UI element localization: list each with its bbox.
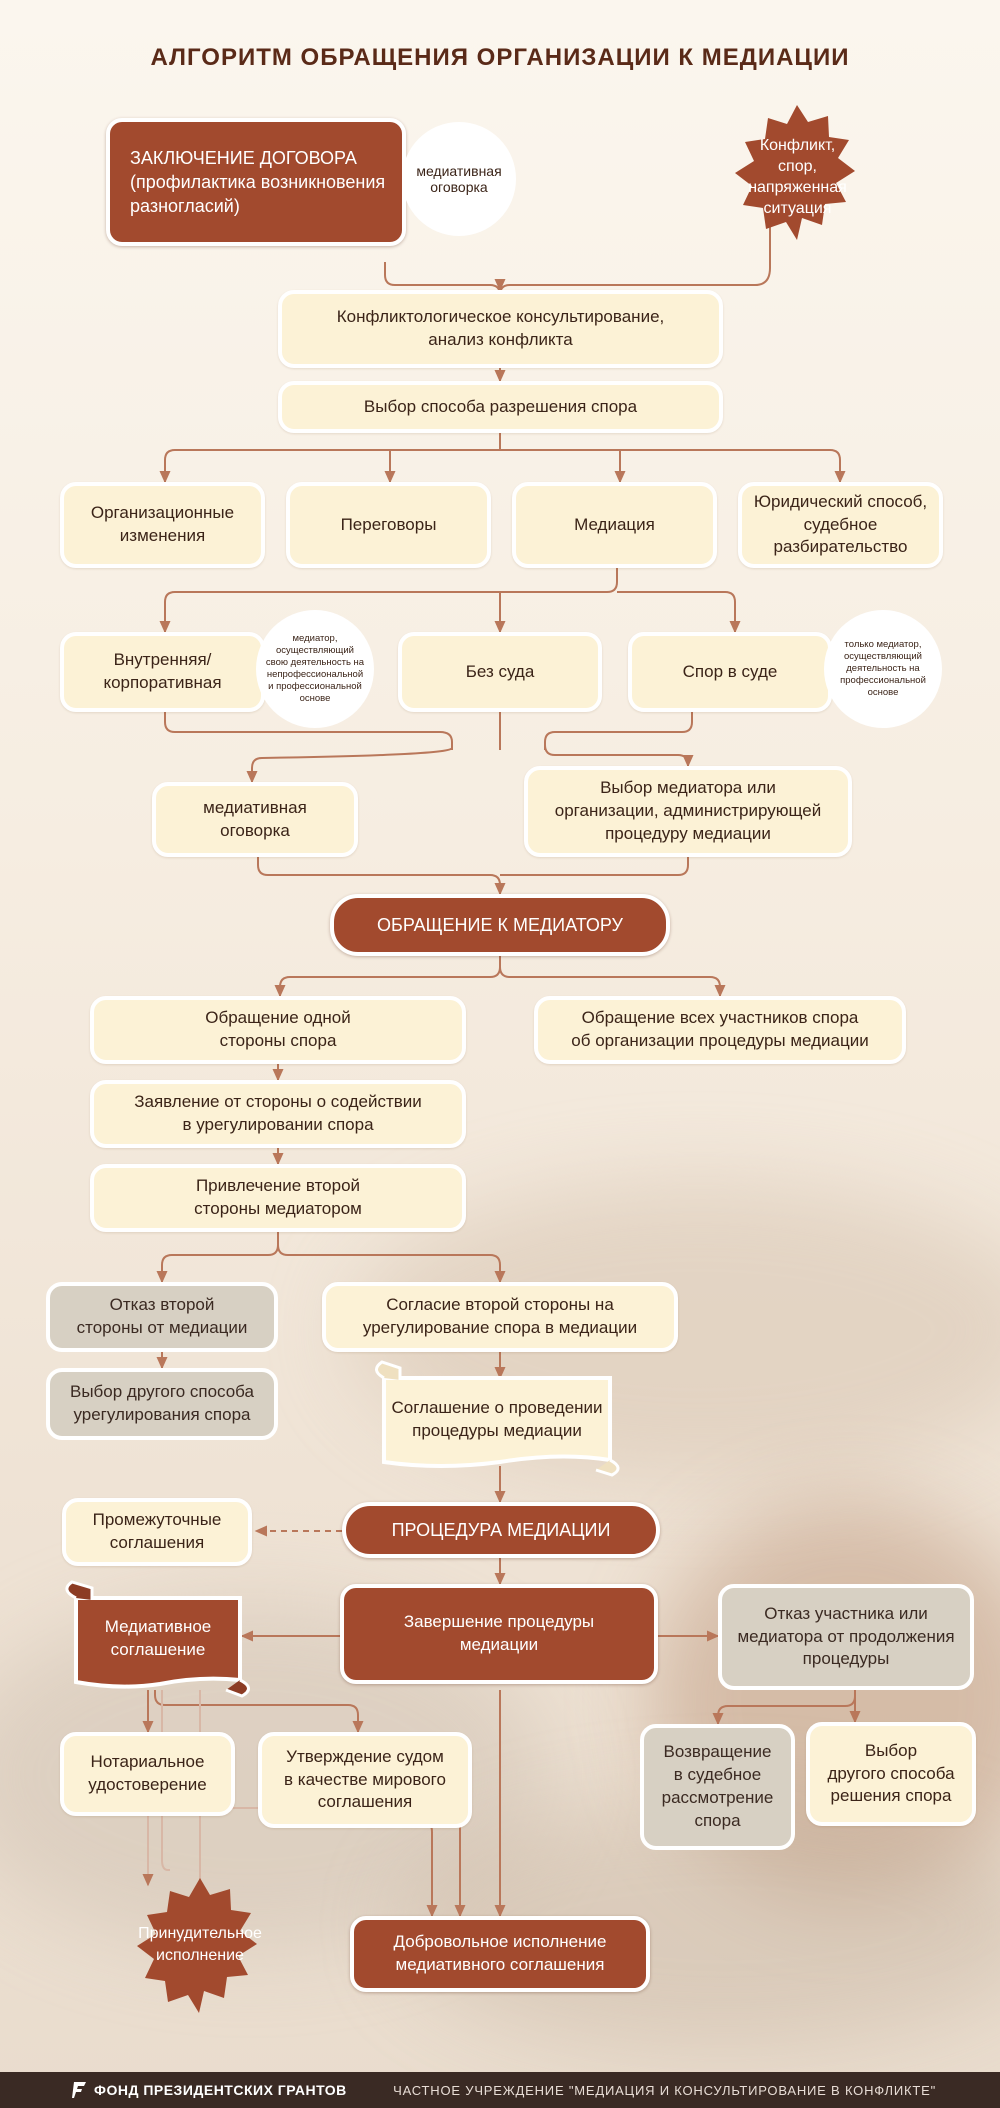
node-interim: Промежуточные соглашения xyxy=(62,1498,252,1566)
node-application: Заявление от стороны о содействии в урег… xyxy=(90,1080,466,1148)
scroll-icon xyxy=(375,1360,620,1477)
footer-org-name: ЧАСТНОЕ УЧРЕЖДЕНИЕ "МЕДИАЦИЯ И КОНСУЛЬТИ… xyxy=(393,2083,936,2098)
scroll-icon xyxy=(65,1580,250,1698)
node-one-party: Обращение одной стороны спора xyxy=(90,996,466,1064)
node-appeal: ОБРАЩЕНИЕ К МЕДИАТОРУ xyxy=(330,894,670,956)
node-court-approval: Утверждение судом в качестве мирового со… xyxy=(258,1732,472,1828)
footer: ФОНД ПРЕЗИДЕНТСКИХ ГРАНТОВ ЧАСТНОЕ УЧРЕЖ… xyxy=(0,2072,1000,2108)
node-contract: ЗАКЛЮЧЕНИЕ ДОГОВОРА (профилактика возник… xyxy=(106,118,406,246)
node-all-parties: Обращение всех участников спора об орган… xyxy=(534,996,906,1064)
node-org-changes: Организационные изменения xyxy=(60,482,265,568)
node-return-court: Возвращение в судебное рассмотрение спор… xyxy=(640,1724,795,1850)
footer-fund-name: ФОНД ПРЕЗИДЕНТСКИХ ГРАНТОВ xyxy=(94,2082,347,2098)
starburst-icon xyxy=(137,1878,257,2013)
footer-logo-icon xyxy=(72,2082,86,2098)
node-choice: Выбор способа разрешения спора xyxy=(278,381,723,433)
node-agreement-conduct: Соглашение о проведении процедуры медиац… xyxy=(391,1398,603,1440)
node-no-court: Без суда xyxy=(398,632,602,712)
node-other-resolution: Выбор другого способа решения спора xyxy=(806,1722,976,1826)
node-mediation-clause: медиативная оговорка xyxy=(152,782,358,857)
node-legal: Юридический способ, судебное разбиратель… xyxy=(738,482,943,568)
node-mediation: Медиация xyxy=(512,482,717,568)
node-choose-mediator: Выбор медиатора или организации, админис… xyxy=(524,766,852,857)
node-withdrawal: Отказ участника или медиатора от продолж… xyxy=(718,1584,974,1690)
node-completion: Завершение процедуры медиации xyxy=(340,1584,658,1684)
page-title: АЛГОРИТМ ОБРАЩЕНИЯ ОРГАНИЗАЦИИ К МЕДИАЦИ… xyxy=(150,44,850,71)
node-refusal: Отказ второй стороны от медиации xyxy=(46,1282,278,1352)
node-enforcement: Принудительное исполнение xyxy=(138,1925,262,1964)
court-bubble: только медиатор, осуществляющий деятельн… xyxy=(824,610,942,728)
node-notary: Нотариальное удостоверение xyxy=(60,1732,235,1816)
node-internal: Внутренняя/ корпоративная xyxy=(60,632,265,712)
node-conflict: Конфликт, спор, напряженная ситуация xyxy=(748,137,847,217)
node-procedure: ПРОЦЕДУРА МЕДИАЦИИ xyxy=(342,1502,660,1558)
node-voluntary: Добровольное исполнение медиативного сог… xyxy=(350,1916,650,1992)
node-court-dispute: Спор в суде xyxy=(628,632,832,712)
clause-bubble: медиативная оговорка xyxy=(402,122,516,236)
node-med-agreement: Медиативное соглашение xyxy=(104,1617,212,1659)
node-other-method: Выбор другого способа урегулирования спо… xyxy=(46,1368,278,1440)
internal-bubble: медиатор, осуществляющий свою деятельнос… xyxy=(256,610,374,728)
node-consulting: Конфликтологическое консультирование, ан… xyxy=(278,290,723,368)
node-second-party: Привлечение второй стороны медиатором xyxy=(90,1164,466,1232)
starburst-icon xyxy=(735,105,855,240)
node-consent: Согласие второй стороны на урегулировани… xyxy=(322,1282,678,1352)
node-negotiations: Переговоры xyxy=(286,482,491,568)
